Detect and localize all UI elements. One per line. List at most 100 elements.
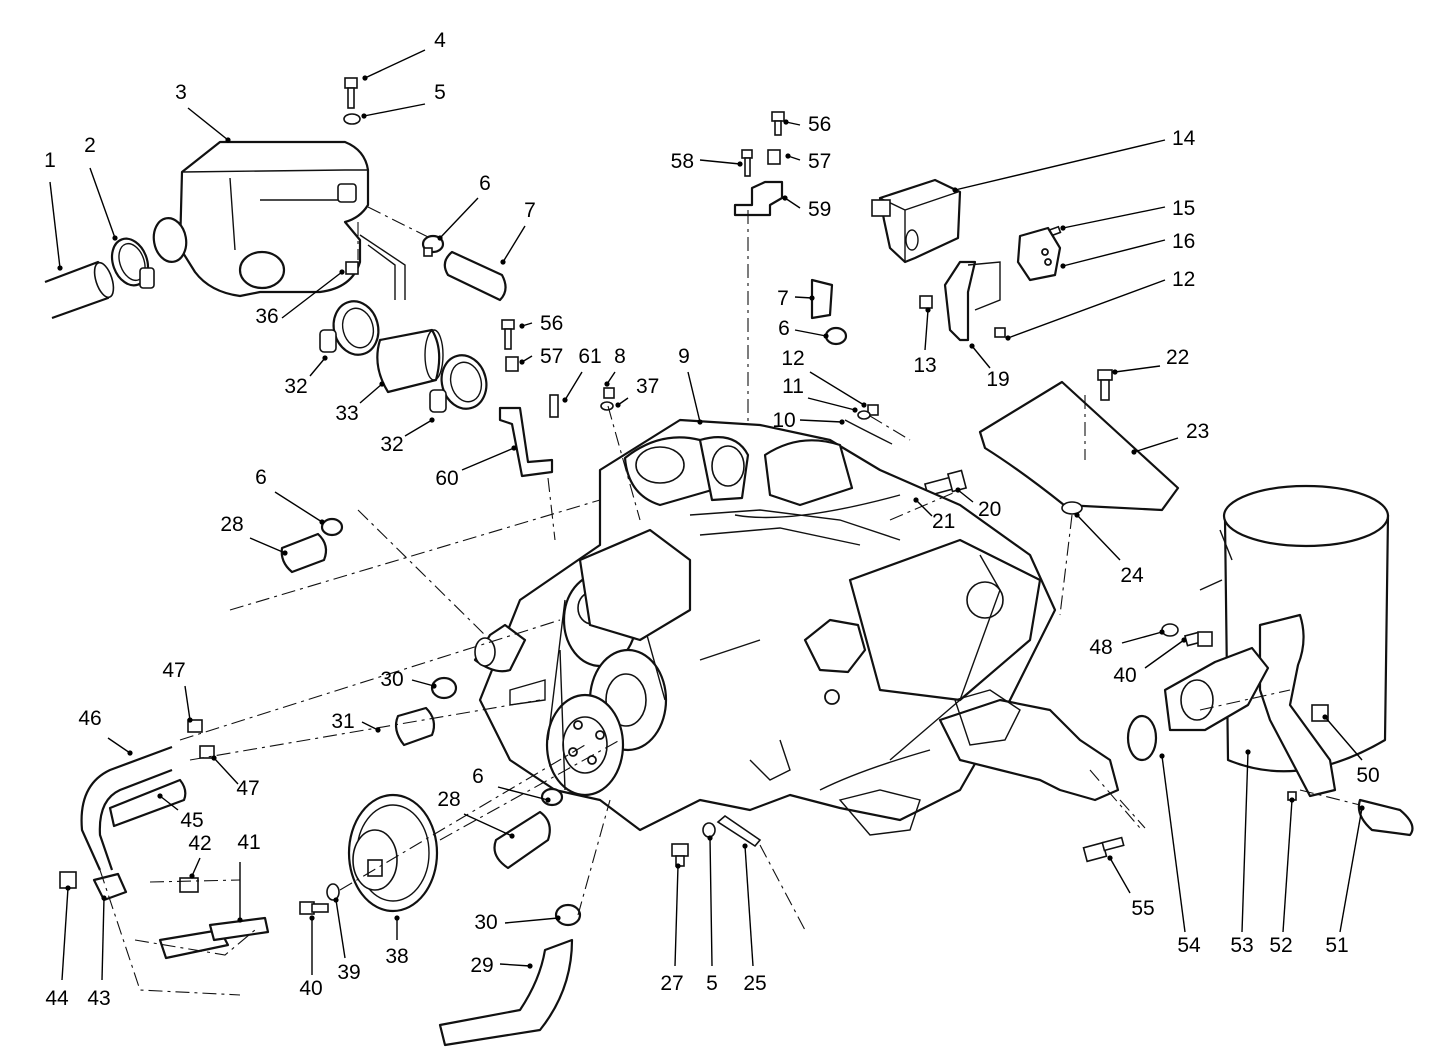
callout-number: 1 [44,149,56,172]
leader-line [1161,755,1186,933]
callout-number: 13 [913,354,936,377]
leader-line [335,899,346,959]
callout-42: 42 [188,832,212,879]
part-47-clamp-upper [187,719,203,733]
callout-61: 61 [562,345,602,403]
leader-dot [1322,714,1328,720]
leader-line [1324,716,1363,761]
part-24-washer [1061,501,1083,515]
leader-dot [737,161,743,167]
callout-number: 25 [743,972,766,995]
callout-6: 6 [472,765,551,803]
part-31-hose [394,706,436,747]
part-37-washer [600,401,614,411]
leader-line [159,795,179,811]
leader-line [564,371,583,401]
leader-dot [1289,797,1295,803]
leader-line [89,167,116,239]
callout-21: 21 [913,497,955,533]
callout-number: 46 [78,707,101,730]
part-32-clamp-left [319,300,380,356]
callout-7: 7 [500,199,536,265]
leader-dot [783,119,789,125]
leader-dot [282,550,288,556]
leader-dot [519,359,525,365]
leader-dot [604,381,610,387]
callout-57: 57 [519,345,563,368]
callout-number: 57 [808,150,831,173]
leader-dot [187,717,193,723]
callout-60: 60 [435,445,517,490]
part-36-nut [345,261,359,275]
leader-dot [555,915,561,921]
part-6-clamp-left [320,517,344,537]
leader-line [504,917,559,924]
leader-line [502,225,526,263]
leader-dot [955,487,961,493]
callout-number: 6 [255,466,267,489]
callout-45: 45 [157,793,204,832]
part-14-ignition-coil [871,178,962,264]
leader-dot [527,963,533,969]
callout-56: 56 [783,113,831,136]
callout-number: 56 [808,113,831,136]
part-1-hose [44,260,115,320]
leader-line [61,887,69,981]
callout-number: 31 [331,710,354,733]
callout-number: 7 [777,287,789,310]
leader-dot [333,897,339,903]
callout-51: 51 [1325,805,1365,957]
part-40-bolt-muffler [1183,631,1213,647]
leader-line [274,491,323,523]
callout-number: 38 [385,945,408,968]
callout-number: 5 [434,81,446,104]
leader-line [1007,279,1166,339]
leader-dot [509,833,515,839]
part-25-pin [716,814,762,848]
part-54-gasket [1126,714,1158,762]
leader-dot [127,750,133,756]
part-13-nut [919,295,933,309]
callout-number: 23 [1186,420,1209,443]
leader-dot [1181,637,1187,643]
part-45-hose-straight [108,778,187,828]
callout-52: 52 [1269,797,1295,957]
part-3-air-cleaner-housing [152,140,406,300]
leader-line [954,139,1166,191]
part-33-coupling [376,328,444,394]
leader-line [1339,807,1363,933]
leader-dot [1060,263,1066,269]
callout-28: 28 [437,788,515,839]
callout-number: 48 [1089,636,1112,659]
callout-number: 42 [188,832,211,855]
callout-13: 13 [913,307,937,377]
leader-line [809,371,865,406]
leader-line [1114,365,1161,373]
callout-number: 53 [1230,934,1253,957]
callout-23: 23 [1131,420,1209,455]
callout-number: 36 [255,305,278,328]
leader-line [1144,639,1185,669]
leader-dot [361,113,367,119]
leader-dot [101,895,107,901]
callout-37: 37 [615,375,659,408]
leader-dot [852,407,858,413]
leader-dot [429,417,435,423]
leader-dot [309,915,315,921]
leader-dot [1060,225,1066,231]
leader-line [1282,799,1293,933]
part-22-bolt [1097,369,1113,401]
leader-dot [322,355,328,361]
leader-dot [562,397,568,403]
callout-number: 8 [614,345,626,368]
callout-6: 6 [437,172,491,241]
callout-41: 41 [237,831,261,923]
callout-16: 16 [1060,230,1195,269]
callout-12: 12 [1005,268,1195,341]
callout-number: 30 [380,668,403,691]
leader-dot [157,793,163,799]
callout-33: 33 [335,381,385,425]
leader-dot [189,873,195,879]
callout-number: 60 [435,467,458,490]
